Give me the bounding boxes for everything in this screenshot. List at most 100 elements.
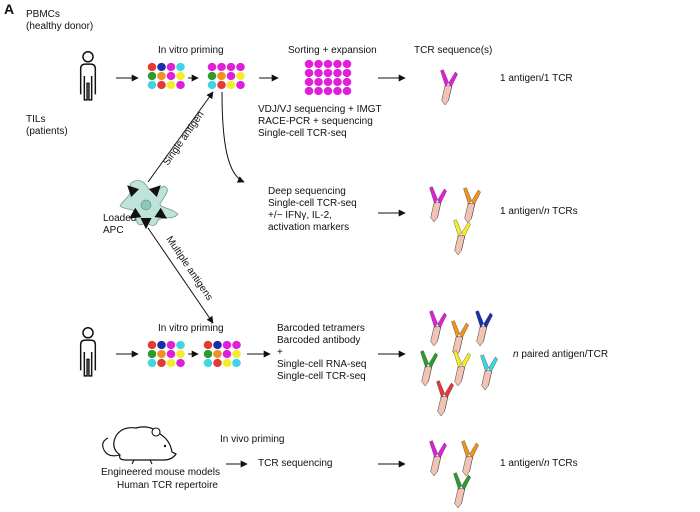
sorted-expanded-cells (304, 59, 352, 96)
row2-result-italic: n (544, 206, 550, 217)
row4-source-line1: Engineered mouse models (101, 467, 220, 478)
cell-dot-yellow (166, 80, 176, 90)
row3-method-2: Barcoded antibody (277, 335, 360, 346)
row3-step1-title: In vitro priming (158, 323, 224, 334)
mouse-icon (102, 426, 177, 465)
cell-dot-magenta (323, 68, 333, 78)
tcr-icon-yellow (453, 350, 471, 386)
row1-method-3: Single-cell TCR-seq (258, 128, 347, 139)
row2-result-suffix: TCRs (550, 206, 578, 217)
tcr-icon-blue (475, 310, 493, 346)
row1-step1-title: In vitro priming (158, 45, 224, 56)
tcr-icon-magenta (429, 310, 447, 346)
person-icon (79, 326, 97, 377)
cell-dot-magenta (323, 77, 333, 87)
tcr-icon-green (453, 472, 471, 508)
row1-method-1: VDJ/VJ sequencing + IMGT (258, 104, 382, 115)
cell-dot-magenta (323, 86, 333, 96)
cell-dot-magenta (333, 59, 342, 69)
cell-dot-orange (213, 349, 222, 359)
cell-dot-magenta (176, 80, 185, 90)
cell-dot-cyan (232, 358, 241, 368)
cell-dot-magenta (236, 62, 245, 72)
cell-dot-orange (157, 349, 166, 359)
single-antigen-label: Single antigen (161, 109, 206, 167)
cell-dot-magenta (342, 86, 352, 96)
row4-step-title: In vivo priming (220, 434, 284, 445)
cell-dot-red (217, 80, 226, 90)
cell-dot-magenta (226, 71, 236, 81)
row3-result-italic: n (513, 349, 519, 360)
cell-dot-magenta (166, 349, 176, 359)
apc-label-line2: APC (103, 225, 124, 236)
cell-dot-red (203, 340, 213, 350)
row1-source-bottom-line2: (patients) (26, 126, 68, 137)
cell-dot-green (147, 71, 157, 81)
cell-dot-magenta (323, 59, 333, 69)
cell-dot-blue (213, 340, 222, 350)
cell-dot-magenta (342, 77, 352, 87)
row1-method-2: RACE-PCR + sequencing (258, 116, 373, 127)
cell-dot-magenta (342, 68, 352, 78)
cell-dot-yellow (176, 71, 185, 81)
row2-curved-arrow (221, 91, 245, 183)
cell-dot-magenta (222, 349, 232, 359)
cell-dot-green (207, 71, 217, 81)
cell-dot-magenta (304, 77, 314, 87)
cell-dot-yellow (222, 358, 232, 368)
row1-step2-title: Sorting + expansion (288, 45, 377, 56)
cell-dot-magenta (333, 68, 342, 78)
cell-dot-orange (217, 71, 226, 81)
apc-label-line1: Loaded (103, 213, 136, 224)
row2-result: 1 antigen/n TCRs (500, 206, 578, 217)
cell-dot-red (147, 340, 157, 350)
tcr-icon-magenta (429, 440, 447, 476)
tcr-icon-orange (451, 320, 469, 356)
cell-dot-blue (157, 62, 166, 72)
cell-dot-red (213, 358, 222, 368)
row1-result: 1 antigen/1 TCR (500, 73, 573, 84)
row3-result: n paired antigen/TCR (513, 349, 608, 360)
person-icon (79, 50, 97, 101)
cell-dot-cyan (147, 80, 157, 90)
row2-method-3: +/− IFNγ, IL-2, (268, 210, 332, 221)
cell-dot-red (157, 358, 166, 368)
cell-dot-magenta (342, 59, 352, 69)
tcr-icon-yellow (453, 219, 471, 255)
row3-method-1: Barcoded tetramers (277, 323, 365, 334)
cell-dot-magenta (166, 62, 176, 72)
tcr-icon-magenta (429, 186, 447, 222)
cell-dot-yellow (232, 349, 241, 359)
cell-dot-magenta (314, 86, 323, 96)
row2-method-2: Single-cell TCR-seq (268, 198, 357, 209)
cell-dot-cyan (147, 358, 157, 368)
row3-method-5: Single-cell TCR-seq (277, 371, 366, 382)
loaded-apc-icon (119, 180, 179, 230)
cell-dot-cyan (207, 80, 217, 90)
cell-dot-orange (157, 71, 166, 81)
row3-result-suffix: paired antigen/TCR (519, 349, 609, 360)
cell-dot-magenta (207, 62, 217, 72)
cell-dot-magenta (166, 340, 176, 350)
row1-source: PBMCs (healthy donor) TILs (patients) (26, 9, 97, 137)
cell-dot-magenta (217, 62, 226, 72)
cell-dot-magenta (304, 86, 314, 96)
cell-dot-yellow (166, 358, 176, 368)
cell-dot-magenta (232, 340, 241, 350)
cell-dot-magenta (166, 71, 176, 81)
row1-cell-grid-after (207, 62, 245, 90)
row1-source-bottom-line1: TILs (26, 114, 45, 125)
row1-source-top-line2: (healthy donor) (26, 21, 93, 32)
cell-dot-magenta (222, 340, 232, 350)
cell-dot-yellow (176, 349, 185, 359)
row4-methods: TCR sequencing (258, 458, 332, 469)
row1-source-top-line1: PBMCs (26, 9, 60, 20)
row2-method-1: Deep sequencing (268, 186, 346, 197)
cell-dot-magenta (314, 68, 323, 78)
tcr-icon-orange (461, 440, 479, 476)
row4-result-italic: n (544, 458, 550, 469)
cell-dot-magenta (304, 59, 314, 69)
row2-method-4: activation markers (268, 222, 349, 233)
row4-result-suffix: TCRs (550, 458, 578, 469)
